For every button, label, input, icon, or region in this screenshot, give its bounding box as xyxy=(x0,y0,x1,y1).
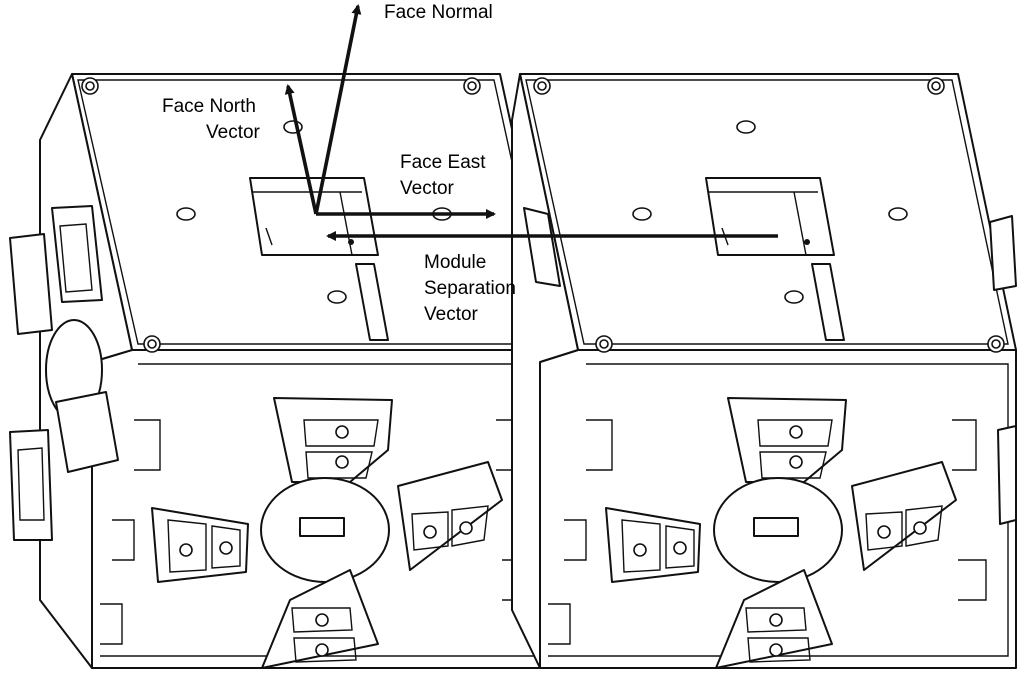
label-face-east-2: Vector xyxy=(400,178,455,199)
label-face-north-2: Vector xyxy=(206,122,261,143)
label-face-north-1: Face North xyxy=(162,96,256,117)
face-north-arrow xyxy=(284,84,318,215)
label-module-sep-2: Separation xyxy=(424,278,516,299)
right-module xyxy=(511,73,1017,669)
face-normal-arrow xyxy=(314,4,362,215)
label-face-east-1: Face East xyxy=(400,152,486,173)
labels: Face Normal Face North Vector Face East … xyxy=(162,2,516,325)
vectors xyxy=(284,4,778,241)
label-module-sep-1: Module xyxy=(424,252,486,273)
label-module-sep-3: Vector xyxy=(424,304,479,325)
label-face-normal: Face Normal xyxy=(384,2,493,23)
